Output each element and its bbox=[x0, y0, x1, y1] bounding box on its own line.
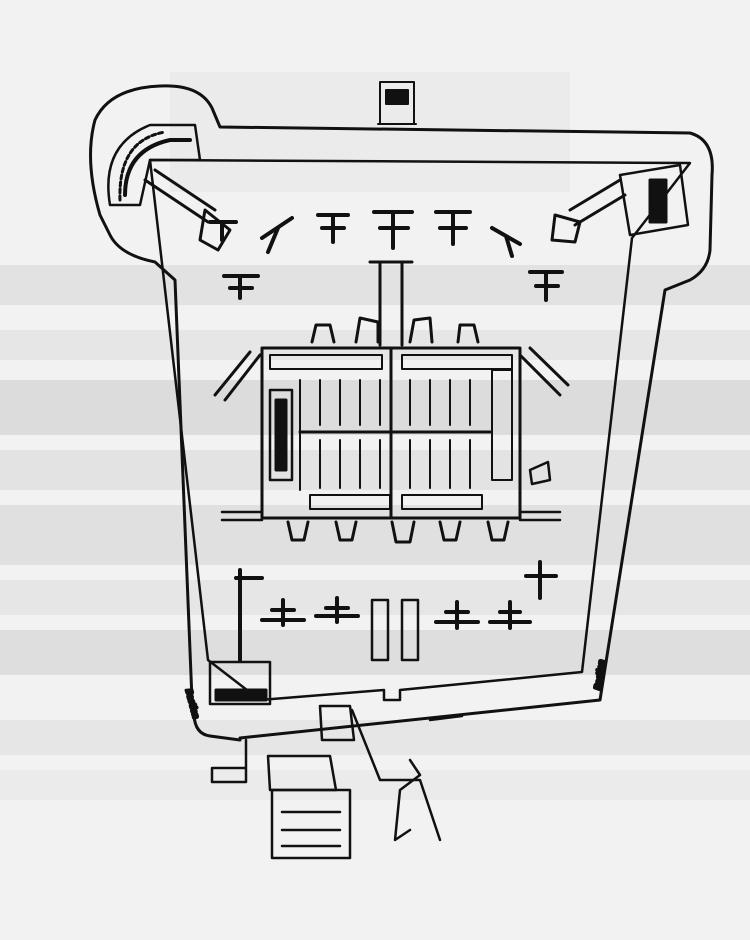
casemate-block bbox=[213, 316, 570, 544]
gun-positions-north bbox=[208, 210, 564, 302]
sw-bastion-label: Bastion bbox=[184, 688, 200, 719]
south-gate-corridor bbox=[370, 598, 420, 662]
outer-rampart bbox=[89, 84, 714, 742]
inner-rampart bbox=[148, 158, 692, 702]
northwest-bastion bbox=[107, 123, 232, 252]
north-gate bbox=[377, 81, 417, 125]
bleed-band bbox=[0, 720, 750, 755]
central-corridor bbox=[368, 260, 414, 347]
southwest-bastion bbox=[208, 660, 272, 706]
bleed-band bbox=[0, 580, 750, 615]
bleed-band bbox=[0, 450, 750, 490]
bleed-band bbox=[0, 380, 750, 435]
northeast-bastion bbox=[550, 163, 690, 244]
bleed-band bbox=[0, 770, 750, 800]
bleed-band bbox=[0, 630, 750, 675]
southern-outwork bbox=[210, 704, 464, 860]
gun-positions-south bbox=[234, 560, 558, 662]
